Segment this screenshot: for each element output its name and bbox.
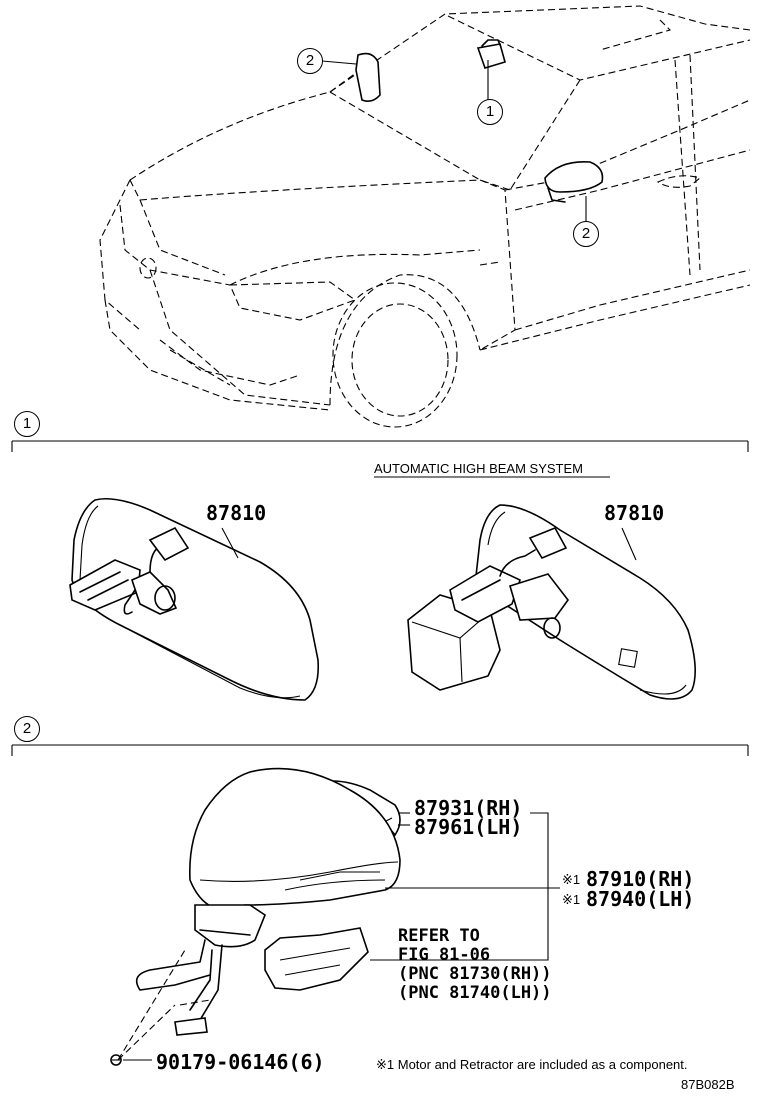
part-number-mirror-lh: 87940(LH) (586, 887, 695, 911)
part-number-inner-mirror-right: 87810 (604, 501, 665, 525)
diagram-code: 87B082B (681, 1077, 735, 1092)
inner-mirror-drawing-right (407, 504, 696, 700)
callout-2-right-door-mirror: 2 (573, 221, 599, 247)
callout-2-left-door-mirror: 2 (297, 48, 323, 74)
section-one-frame (11, 440, 749, 452)
refer-to-line-1: REFER TO (398, 926, 480, 946)
refer-to-line-2: FIG 81-06 (398, 945, 491, 965)
part-number-inner-mirror-left: 87810 (206, 501, 267, 525)
part-number-cover-lh: 87961(LH) (414, 815, 523, 839)
footnote-component: ※1 Motor and Retractor are included as a… (376, 1057, 688, 1072)
outer-mirror-drawing (110, 767, 560, 1066)
part-number-cover-rh: 87931(RH) (414, 796, 523, 820)
refer-to-line-4: (PNC 81740(LH)) (398, 983, 552, 1003)
section-two-marker: 2 (14, 716, 40, 742)
callout-1-inner-mirror: 1 (477, 99, 503, 125)
refer-to-line-3: (PNC 81730(RH)) (398, 964, 552, 984)
component-note-mark-lh: ※1 (562, 892, 581, 907)
component-note-mark-rh: ※1 (562, 872, 581, 887)
section-one-marker: 1 (14, 411, 40, 437)
system-title: AUTOMATIC HIGH BEAM SYSTEM (374, 461, 583, 476)
inner-mirror-drawing-left (69, 497, 320, 701)
part-number-mirror-rh: 87910(RH) (586, 867, 695, 891)
vehicle-overview-drawing (99, 5, 751, 428)
part-number-screw: 90179-06146(6) (156, 1050, 325, 1074)
section-two-frame (11, 744, 749, 756)
